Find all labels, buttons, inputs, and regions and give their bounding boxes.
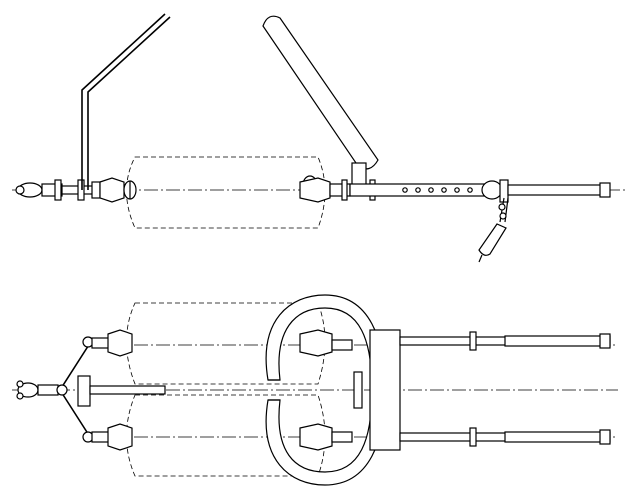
bottom-upper-insulator-body [126,302,326,385]
top-insulator-body [126,156,326,229]
bottom-left-rod [89,385,166,395]
bottom-upper-right-rod [399,331,611,351]
top-right-rod [507,184,609,196]
top-hanging-pendant [478,197,509,263]
bottom-lower-left-cap [82,423,133,451]
bottom-lower-right-cap [299,423,353,451]
bottom-left-bracket [77,375,91,407]
top-arcing-horn-rod [81,13,166,190]
top-right-rod-end [599,182,611,198]
top-left-shackle [15,179,103,201]
top-assembly [12,13,628,263]
bottom-upper-right-cap [299,329,353,357]
top-left-insulator-cap [99,177,137,203]
bottom-left-shackle [16,380,68,400]
bottom-grading-ring [265,294,386,486]
top-adjustment-plate [349,179,509,203]
bottom-assembly [12,294,618,486]
bottom-right-yoke-plate [369,329,401,451]
top-grading-horn [262,15,379,186]
ring-clamp [353,371,363,409]
bottom-lower-right-rod [399,427,611,447]
bottom-upper-left-cap [82,329,133,357]
